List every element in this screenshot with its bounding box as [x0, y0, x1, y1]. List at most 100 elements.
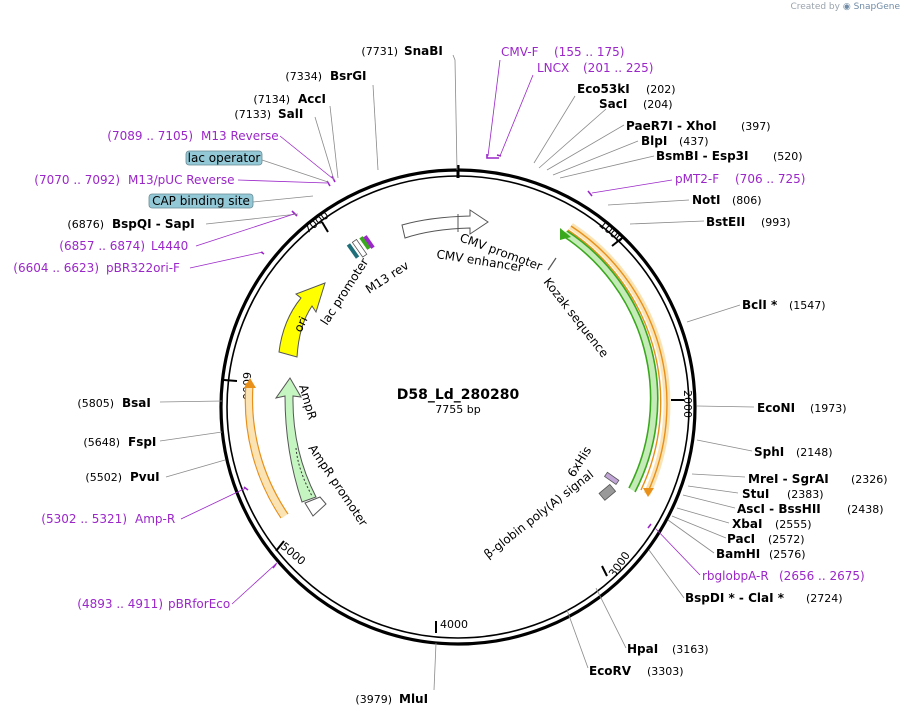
primer-rbglobpar-name: rbglobpA-R	[702, 569, 769, 583]
site-acci-pos: (7134)	[253, 93, 290, 106]
site-saci-pos: (204)	[643, 98, 673, 111]
lac-operator-label: lac operator	[188, 151, 261, 165]
site-clai-pos: (2724)	[806, 592, 843, 605]
primer-leaders	[180, 59, 701, 605]
site-paci-name: PacI	[727, 532, 755, 546]
site-bspqi-pos: (6876)	[67, 218, 104, 231]
label-ori: ori	[291, 314, 310, 334]
primer-labels: CMV-F (155 .. 175) LNCX (201 .. 225) pMT…	[13, 45, 864, 611]
site-eco53ki-name: Eco53kI	[577, 82, 630, 96]
label-bglobin-polya: β-globin poly(A) signal	[481, 467, 596, 561]
site-snabi-name: SnaBI	[404, 44, 443, 58]
site-bsshii-pos: (2438)	[847, 503, 884, 516]
tick-2000: 2000	[681, 390, 694, 418]
primer-ampr-range: (5302 .. 5321)	[41, 512, 127, 526]
site-eco53ki-pos: (202)	[646, 83, 676, 96]
label-ampr: AmpR	[296, 383, 319, 421]
primer-pbr322orif-name: pBR322ori-F	[106, 261, 180, 275]
site-bamhi-name: BamHI	[716, 547, 760, 561]
site-stui-name: StuI	[742, 487, 769, 501]
primer-m13puc-name: M13/pUC Reverse	[128, 173, 235, 187]
site-snabi-pos: (7731)	[361, 45, 398, 58]
site-econi-name: EcoNI	[757, 401, 795, 415]
tick-3000: 3000	[606, 549, 633, 579]
primer-lncx-name: LNCX	[537, 61, 569, 75]
primer-pmt2f-name: pMT2-F	[675, 172, 719, 186]
label-ampr-promoter: AmpR promoter	[306, 442, 371, 529]
site-leaders	[159, 54, 755, 691]
site-xhoi-pos: (397)	[741, 120, 771, 133]
primer-marks	[243, 154, 652, 569]
label-kozak: Kozak sequence	[541, 275, 612, 360]
ampr-arrow	[274, 377, 317, 503]
orf-arcs	[244, 223, 671, 519]
site-sali-name: SalI	[278, 107, 303, 121]
ori-arrow	[278, 282, 326, 358]
plasmid-name: D58_Ld_280280	[397, 387, 520, 403]
cmv-arrow	[401, 209, 489, 239]
site-ecorv-pos: (3303)	[647, 665, 684, 678]
site-xhoi-name: PaeR7I - XhoI	[626, 119, 717, 133]
site-bsteii-name: BstEII	[706, 215, 745, 229]
site-bsrgi-pos: (7334)	[285, 70, 322, 83]
backbone	[219, 165, 697, 646]
site-noti-pos: (806)	[732, 194, 762, 207]
primer-m13rev-range: (7089 .. 7105)	[107, 129, 193, 143]
snapgene-credit: Created by ◉ SnapGene	[790, 2, 900, 12]
site-acci-name: AccI	[298, 92, 326, 106]
label-lac-promoter: lac promoter	[318, 256, 372, 328]
site-sphi-pos: (2148)	[796, 446, 833, 459]
site-esp3i-name: BsmBI - Esp3I	[656, 149, 748, 163]
primer-m13puc-range: (7070 .. 7092)	[34, 173, 120, 187]
boxed-feature-cap-binding-site: CAP binding site	[148, 193, 254, 209]
tick-5000: 5000	[278, 540, 308, 568]
site-hpai-pos: (3163)	[672, 643, 709, 656]
site-bsshii-name: AscI - BssHII	[737, 502, 821, 516]
kozak-mark	[547, 257, 557, 271]
primer-pbr322orif-range: (6604 .. 6623)	[13, 261, 99, 275]
site-bsrgi-name: BsrGI	[330, 69, 367, 83]
site-blpi-pos: (437)	[679, 135, 709, 148]
polya-mark	[598, 483, 617, 501]
tick-7000: 7000	[301, 209, 331, 236]
site-sali-pos: (7133)	[234, 108, 271, 121]
tick-4000: 4000	[440, 618, 468, 631]
lac-region	[346, 235, 375, 259]
site-stui-pos: (2383)	[787, 488, 824, 501]
site-fspi-pos: (5648)	[83, 436, 120, 449]
credit-brand: SnapGene	[853, 2, 900, 12]
6xhis-mark	[603, 471, 620, 486]
primer-rbglobpar-range: (2656 .. 2675)	[779, 569, 865, 583]
site-sphi-name: SphI	[754, 445, 784, 459]
primer-cmvf-range: (155 .. 175)	[554, 45, 624, 59]
site-xbai-pos: (2555)	[775, 518, 812, 531]
site-econi-pos: (1973)	[810, 402, 847, 415]
primer-lncx-range: (201 .. 225)	[583, 61, 653, 75]
site-saci-name: SacI	[599, 97, 627, 111]
credit-prefix: Created by	[790, 2, 840, 12]
site-bspqi-name: BspQI - SapI	[112, 217, 195, 231]
site-sgrai-pos: (2326)	[851, 473, 888, 486]
tick-1000: 1000	[596, 218, 626, 246]
sites-right: Eco53kI (202) SacI (204) PaeR7I - XhoI (…	[577, 82, 888, 678]
primer-cmvf-name: CMV-F	[501, 45, 539, 59]
primer-pmt2f-range: (706 .. 725)	[735, 172, 805, 186]
primer-ampr-name: Amp-R	[135, 512, 175, 526]
primer-pbrforeco-range: (4893 .. 4911)	[77, 597, 163, 611]
site-noti-name: NotI	[692, 193, 721, 207]
primer-pbrforeco-name: pBRforEco	[168, 597, 230, 611]
site-xbai-name: XbaI	[732, 517, 762, 531]
site-fspi-name: FspI	[128, 435, 156, 449]
site-sgrai-name: MreI - SgrAI	[748, 472, 829, 486]
site-bsai-name: BsaI	[122, 396, 151, 410]
site-bamhi-pos: (2576)	[769, 548, 806, 561]
primer-l4440-range: (6857 .. 6874)	[59, 239, 145, 253]
primer-m13rev-name: M13 Reverse	[201, 129, 279, 143]
site-ecorv-name: EcoRV	[589, 664, 632, 678]
site-bsteii-pos: (993)	[761, 216, 791, 229]
sites-left: (7731) SnaBI (7334) BsrGI (7134) AccI (7…	[67, 44, 442, 706]
plasmid-size: 7755 bp	[435, 403, 480, 416]
ampr-promoter-arrow	[304, 496, 327, 517]
boxed-feature-lac-operator: lac operator	[185, 150, 263, 166]
